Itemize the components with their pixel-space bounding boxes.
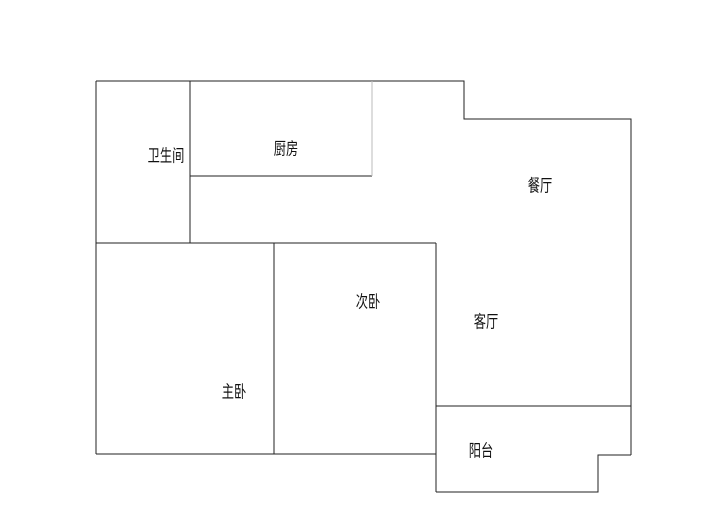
room-label-living: 客厅 xyxy=(473,312,499,333)
room-label-master-bedroom: 主卧 xyxy=(221,382,247,403)
room-label-second-bedroom: 次卧 xyxy=(355,292,381,313)
room-label-balcony: 阳台 xyxy=(468,441,494,462)
outer-wall xyxy=(96,80,632,455)
room-label-bathroom: 卫生间 xyxy=(147,146,185,167)
balcony-outer-wall xyxy=(436,454,631,493)
room-label-dining: 餐厅 xyxy=(527,176,553,197)
room-label-kitchen: 厨房 xyxy=(273,139,299,160)
